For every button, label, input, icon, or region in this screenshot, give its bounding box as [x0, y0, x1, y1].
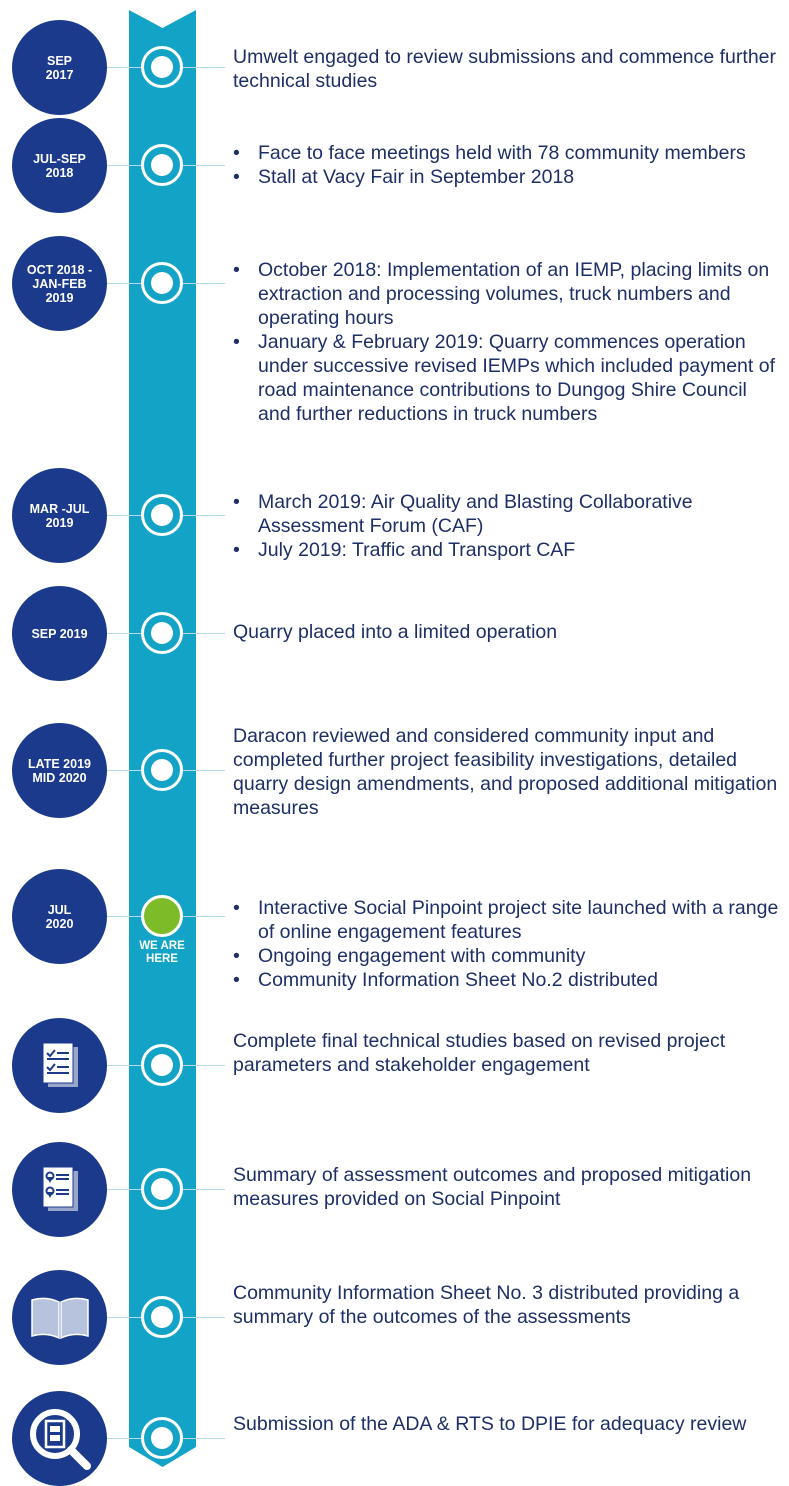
timeline-node	[141, 262, 183, 304]
step-bullet-list: Face to face meetings held with 78 commu…	[233, 141, 783, 189]
step-bullet: Stall at Vacy Fair in September 2018	[233, 165, 783, 189]
timeline-node	[141, 1296, 183, 1338]
step-description: March 2019: Air Quality and Blasting Col…	[233, 490, 783, 562]
date-badge-label: SEP 2019	[31, 626, 88, 641]
date-badge: SEP 2019	[12, 586, 107, 681]
step-text: Daracon reviewed and considered communit…	[233, 725, 778, 819]
open-book-icon	[12, 1270, 107, 1365]
we-are-here-label: WE ARE HERE	[139, 940, 185, 965]
location-list-document-icon	[12, 1142, 107, 1237]
timeline-node	[141, 1168, 183, 1210]
step-description: Submission of the ADA & RTS to DPIE for …	[233, 1412, 783, 1436]
step-bullet-list: March 2019: Air Quality and Blasting Col…	[233, 490, 783, 562]
date-badge: SEP 2017	[12, 20, 107, 115]
date-badge: OCT 2018 - JAN-FEB 2019	[12, 236, 107, 331]
date-badge-label: JUL-SEP 2018	[33, 151, 86, 180]
date-badge-label: MAR -JUL 2019	[29, 501, 90, 530]
step-text: Summary of assessment outcomes and propo…	[233, 1164, 752, 1210]
timeline-node	[141, 46, 183, 88]
date-badge: MAR -JUL 2019	[12, 468, 107, 563]
date-badge-label: JUL 2020	[45, 902, 74, 931]
step-bullet: Interactive Social Pinpoint project site…	[233, 896, 783, 944]
step-bullet: January & February 2019: Quarry commence…	[233, 330, 783, 426]
timeline-node	[141, 144, 183, 186]
step-description: Summary of assessment outcomes and propo…	[233, 1163, 783, 1211]
timeline-node	[141, 749, 183, 791]
current-position-marker	[141, 895, 183, 937]
date-badge-label: OCT 2018 - JAN-FEB 2019	[26, 262, 93, 305]
step-bullet-list: Interactive Social Pinpoint project site…	[233, 896, 783, 992]
step-text: Quarry placed into a limited operation	[233, 621, 558, 643]
checklist-document-icon	[12, 1018, 107, 1113]
step-description: Quarry placed into a limited operation	[233, 620, 783, 644]
step-text: Submission of the ADA & RTS to DPIE for …	[233, 1413, 747, 1435]
date-badge: LATE 2019 MID 2020	[12, 723, 107, 818]
step-bullet: Community Information Sheet No.2 distrib…	[233, 968, 783, 992]
date-badge-label: LATE 2019 MID 2020	[28, 756, 91, 785]
step-text: Community Information Sheet No. 3 distri…	[233, 1282, 740, 1328]
step-description: Umwelt engaged to review submissions and…	[233, 45, 783, 93]
step-bullet: October 2018: Implementation of an IEMP,…	[233, 258, 783, 330]
date-badge: JUL 2020	[12, 869, 107, 964]
step-bullet: March 2019: Air Quality and Blasting Col…	[233, 490, 783, 538]
date-badge: JUL-SEP 2018	[12, 118, 107, 213]
timeline-node	[141, 612, 183, 654]
step-description: October 2018: Implementation of an IEMP,…	[233, 258, 783, 426]
step-text: Complete final technical studies based o…	[233, 1030, 726, 1076]
timeline-ribbon	[129, 10, 196, 1467]
step-text: Umwelt engaged to review submissions and…	[233, 46, 777, 92]
step-description: Community Information Sheet No. 3 distri…	[233, 1281, 783, 1329]
step-description: Face to face meetings held with 78 commu…	[233, 141, 783, 189]
step-bullet: Face to face meetings held with 78 commu…	[233, 141, 783, 165]
step-bullet: Ongoing engagement with community	[233, 944, 783, 968]
date-badge-label: SEP 2017	[45, 53, 74, 82]
step-bullet-list: October 2018: Implementation of an IEMP,…	[233, 258, 783, 426]
step-description: Interactive Social Pinpoint project site…	[233, 896, 783, 992]
step-description: Complete final technical studies based o…	[233, 1029, 783, 1077]
timeline-node	[141, 1417, 183, 1459]
timeline-node	[141, 1044, 183, 1086]
step-bullet: July 2019: Traffic and Transport CAF	[233, 538, 783, 562]
step-description: Daracon reviewed and considered communit…	[233, 724, 783, 820]
magnifier-document-icon	[12, 1391, 107, 1486]
timeline-node	[141, 494, 183, 536]
